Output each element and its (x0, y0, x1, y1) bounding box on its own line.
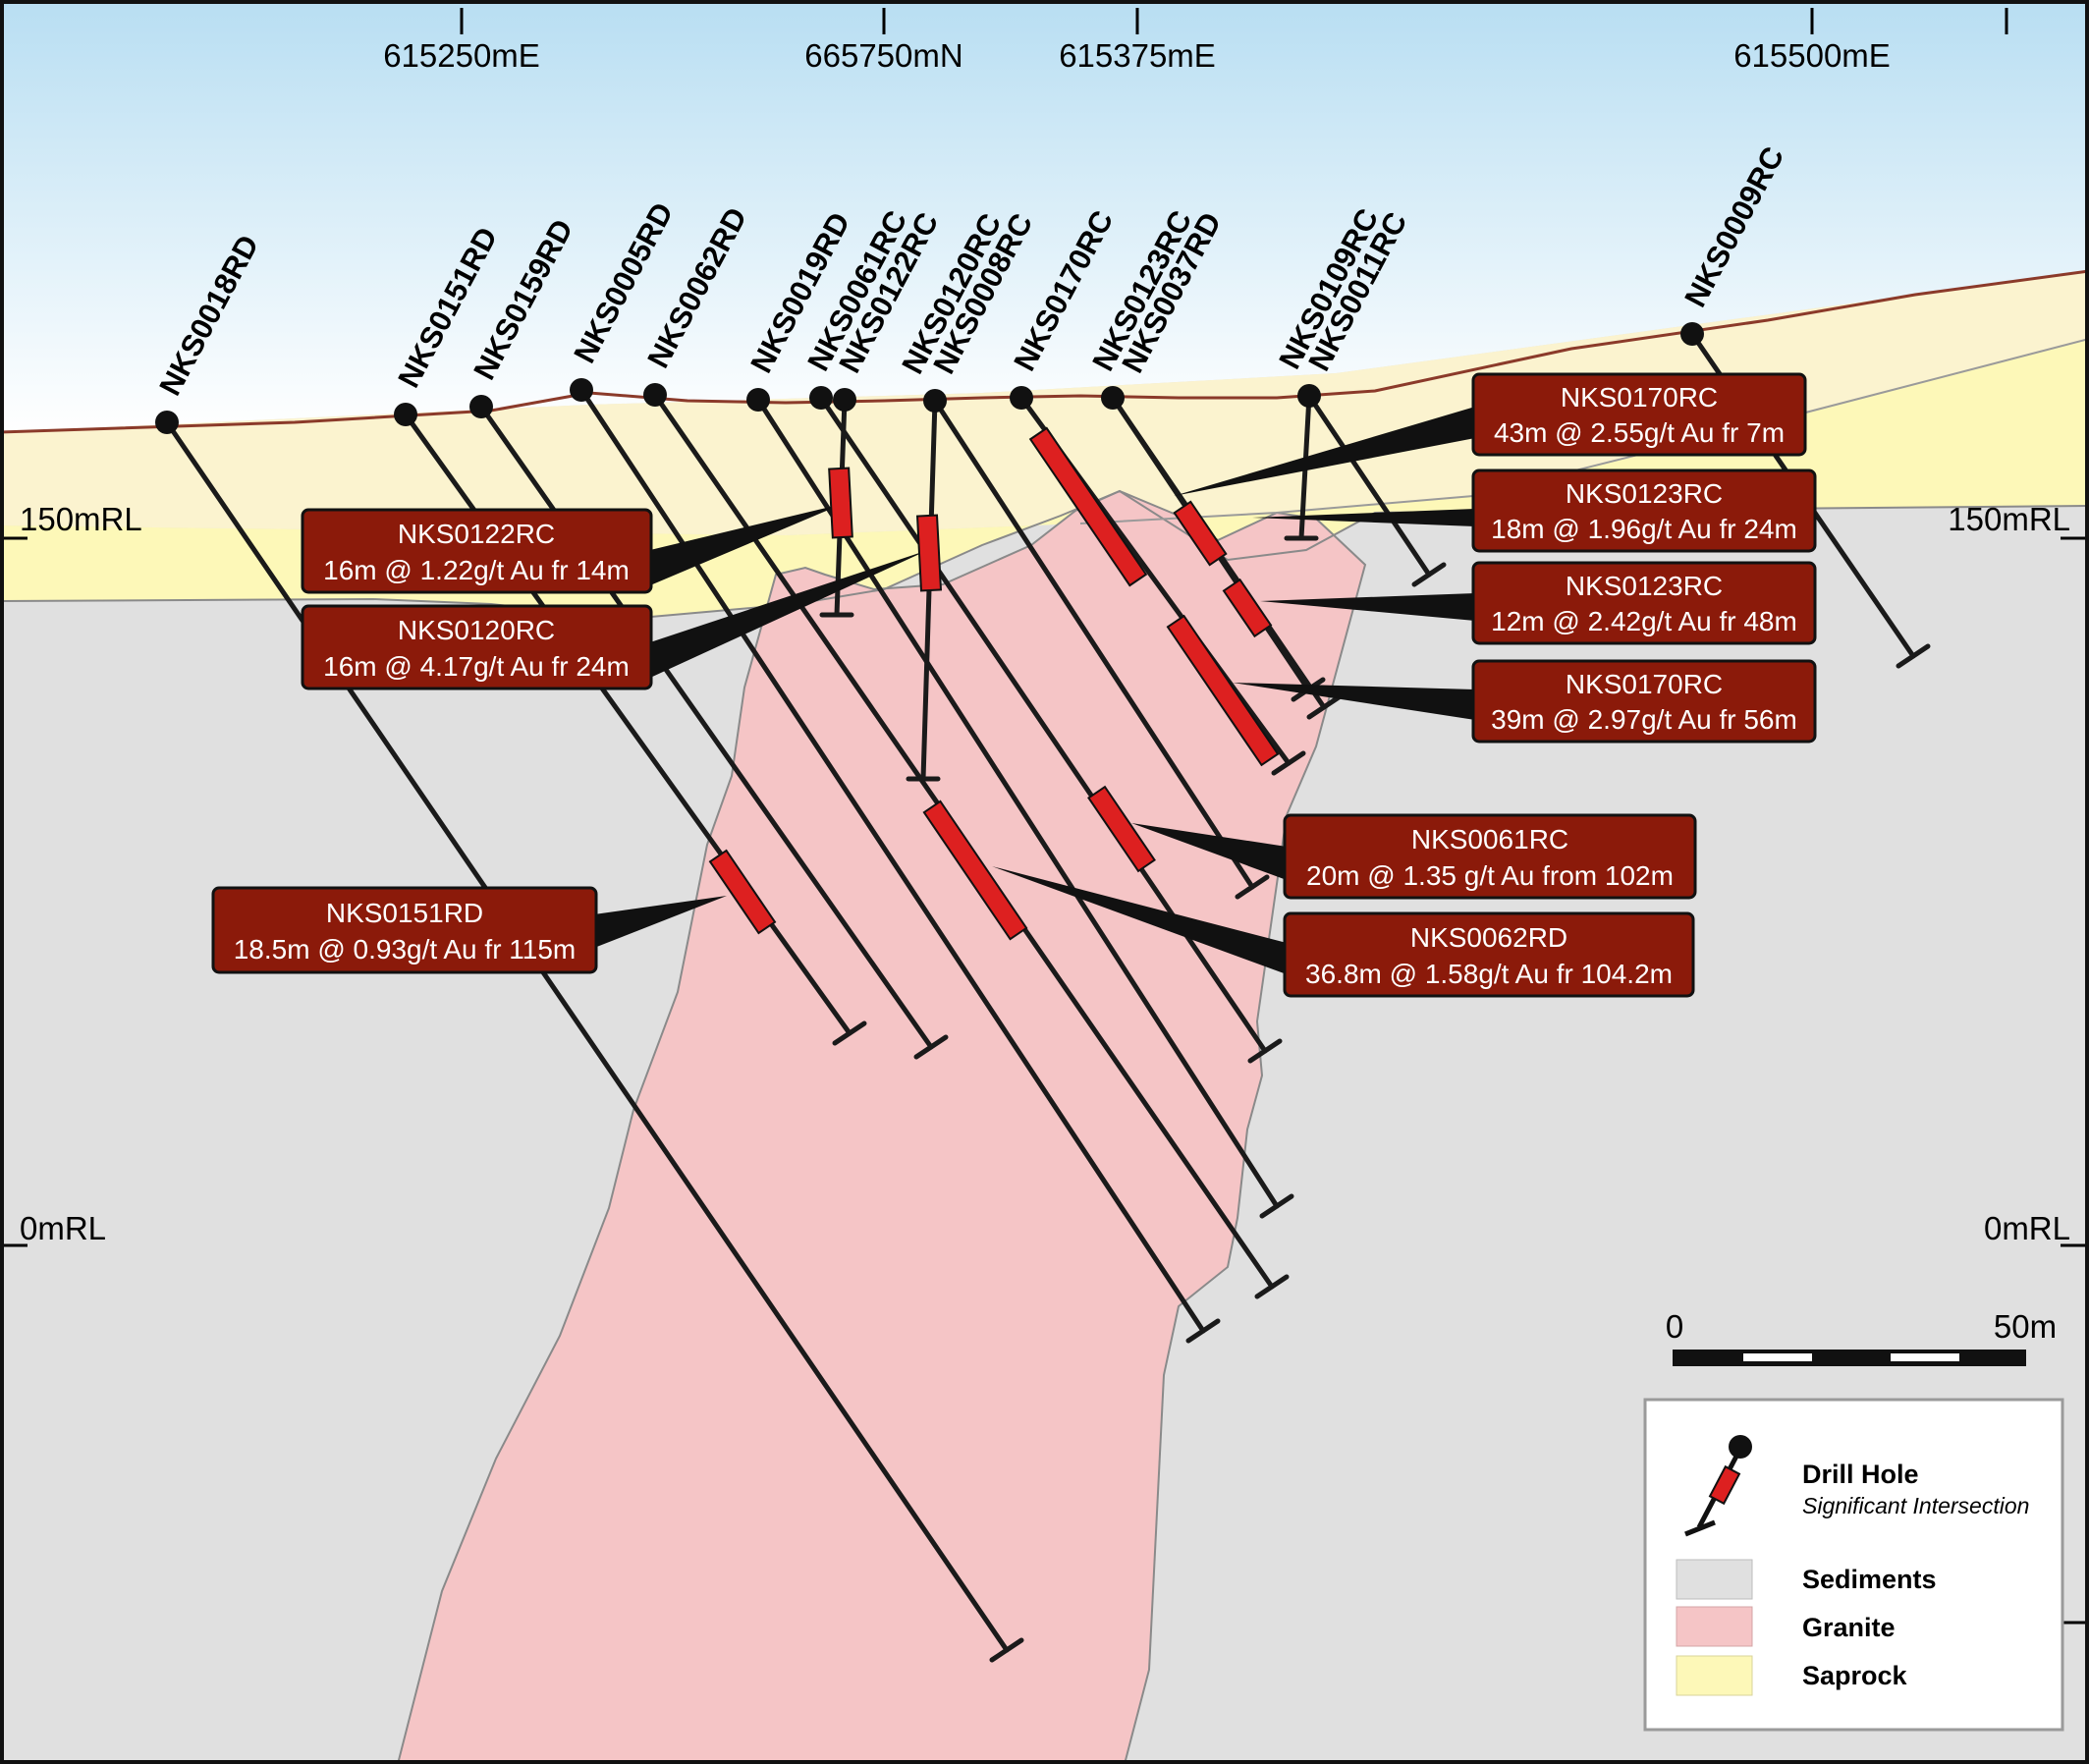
easting-label: 615500mE (1733, 37, 1891, 74)
callout-text: 18.5m @ 0.93g/t Au fr 115m (234, 934, 577, 965)
drill-collars (155, 322, 1704, 434)
callout-hole: NKS0123RC (1566, 478, 1723, 509)
callout-text: 39m @ 2.97g/t Au fr 56m (1491, 704, 1797, 735)
callout-text: 16m @ 4.17g/t Au fr 24m (323, 651, 630, 682)
sky-region (0, 0, 2089, 432)
legend-granite-swatch (1676, 1606, 1753, 1647)
end-of-hole-marks (819, 535, 1931, 1663)
callout-text: 16m @ 1.22g/t Au fr 14m (323, 555, 630, 585)
callout-hole: NKS0122RC (398, 519, 555, 549)
rl-label-right-0: 0mRL (1984, 1210, 2070, 1246)
intersection-callout: NKS0170RC 43m @ 2.55g/t Au fr 7m (1471, 372, 1807, 457)
callout-hole: NKS0170RC (1566, 669, 1723, 699)
callout-text: 18m @ 1.96g/t Au fr 24m (1491, 514, 1797, 544)
callout-text: 20m @ 1.35 g/t Au from 102m (1306, 860, 1674, 891)
callout-text: 43m @ 2.55g/t Au fr 7m (1494, 417, 1785, 448)
scale-end-label: 50m (1994, 1308, 2057, 1345)
callout-hole: NKS0170RC (1561, 382, 1718, 413)
legend-collar-icon (1729, 1435, 1752, 1459)
legend: Drill Hole Significant Intersection Sedi… (1643, 1398, 2064, 1732)
callout-hole: NKS0123RC (1566, 571, 1723, 601)
legend-granite-label: Granite (1802, 1613, 1896, 1642)
intersection-callout: NKS0123RC 18m @ 1.96g/t Au fr 24m (1471, 469, 1817, 553)
intersection-callout: NKS0123RC 12m @ 2.42g/t Au fr 48m (1471, 561, 1817, 645)
legend-saprock-swatch (1676, 1655, 1753, 1696)
legend-end-mark (1684, 1519, 1716, 1537)
legend-intersection-label: Significant Intersection (1802, 1493, 2029, 1518)
northing-label: 665750mN (804, 37, 962, 74)
callout-pointers (594, 407, 1475, 974)
intersection-callout: NKS0061RC 20m @ 1.35 g/t Au from 102m (1283, 813, 1697, 900)
intersection-callout: NKS0151RD 18.5m @ 0.93g/t Au fr 115m (211, 886, 598, 974)
legend-sediments-swatch (1676, 1559, 1753, 1600)
rl-label-left-0: 0mRL (20, 1210, 106, 1246)
legend-sediments-label: Sediments (1802, 1565, 1937, 1594)
intersection-callout: NKS0062RD 36.8m @ 1.58g/t Au fr 104.2m (1283, 911, 1695, 998)
scale-start-label: 0 (1666, 1308, 1683, 1345)
callout-hole: NKS0151RD (326, 898, 483, 928)
significant-intersections (708, 426, 1280, 941)
callout-hole: NKS0062RD (1410, 922, 1567, 953)
callout-text: 36.8m @ 1.58g/t Au fr 104.2m (1305, 959, 1673, 989)
legend-saprock-label: Saprock (1802, 1661, 1908, 1690)
intersection-callout: NKS0120RC 16m @ 4.17g/t Au fr 24m (301, 604, 653, 690)
granite-body (396, 489, 1367, 1764)
intersection-callout: NKS0122RC 16m @ 1.22g/t Au fr 14m (301, 508, 653, 594)
callout-hole: NKS0061RC (1411, 824, 1568, 854)
legend-intersection-bar (1708, 1464, 1741, 1506)
easting-label: 615250mE (383, 37, 540, 74)
callout-hole: NKS0120RC (398, 615, 555, 645)
frame-ticks (0, 8, 2089, 1625)
easting-label: 615375mE (1059, 37, 1216, 74)
scale-bar: 0 50m (1666, 1308, 2057, 1366)
legend-drill-hole-label: Drill Hole (1802, 1460, 1919, 1489)
rl-label-left-150: 150mRL (20, 501, 142, 537)
callout-text: 12m @ 2.42g/t Au fr 48m (1491, 606, 1797, 636)
rl-label-right-150: 150mRL (1948, 501, 2070, 537)
intersection-callout: NKS0170RC 39m @ 2.97g/t Au fr 56m (1471, 659, 1817, 744)
